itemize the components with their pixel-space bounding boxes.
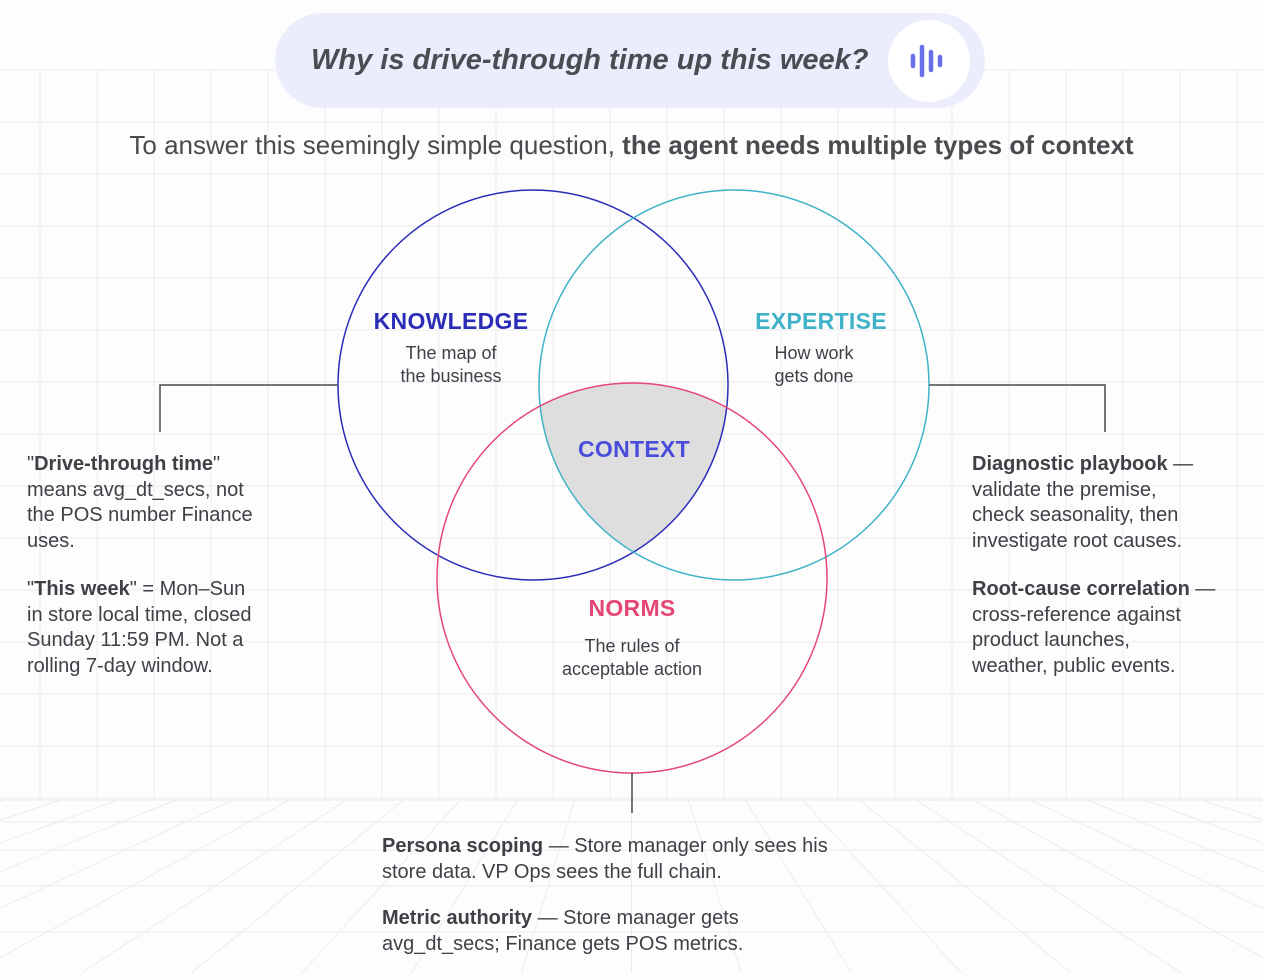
note-term: Root-cause correlation (972, 578, 1190, 600)
norms-label: NORMS (502, 595, 762, 622)
expertise-desc-line1: How work (704, 342, 924, 365)
context-label: CONTEXT (504, 436, 764, 463)
note-line: check seasonality, then (972, 504, 1178, 526)
knowledge-label: KNOWLEDGE (321, 308, 581, 335)
note-line: means avg_dt_secs, not (27, 479, 244, 501)
note-term: Metric authority (382, 907, 532, 929)
note-line: Sunday 11:59 PM. Not a (27, 629, 243, 651)
note-rest: — Store manager only sees his (543, 835, 828, 857)
knowledge-connector (160, 385, 338, 432)
expertise-notes: Diagnostic playbook — validate the premi… (972, 452, 1257, 702)
note-term: Drive-through time (34, 453, 213, 475)
note-line: validate the premise, (972, 479, 1157, 501)
note-rest: " = Mon–Sun (130, 578, 246, 600)
knowledge-description: The map of the business (341, 342, 561, 388)
norms-notes: Persona scoping — Store manager only see… (382, 834, 902, 980)
norms-description: The rules of acceptable action (522, 635, 742, 681)
note-term: Diagnostic playbook (972, 453, 1168, 475)
note-term: This week (34, 578, 130, 600)
note-line: weather, public events. (972, 655, 1175, 677)
note-line: store data. VP Ops sees the full chain. (382, 861, 722, 883)
expertise-desc-line2: gets done (704, 365, 924, 388)
note-persona-scoping: Persona scoping — Store manager only see… (382, 834, 902, 885)
knowledge-desc-line2: the business (341, 365, 561, 388)
norms-desc-line2: acceptable action (522, 658, 742, 681)
note-rest: — (1190, 578, 1216, 600)
note-line: investigate root causes. (972, 530, 1182, 552)
expertise-description: How work gets done (704, 342, 924, 388)
expertise-connector (929, 385, 1105, 432)
note-line: in store local time, closed (27, 604, 252, 626)
note-line: product launches, (972, 629, 1130, 651)
note-line: cross-reference against (972, 604, 1181, 626)
note-diagnostic-playbook: Diagnostic playbook — validate the premi… (972, 452, 1257, 554)
knowledge-desc-line1: The map of (341, 342, 561, 365)
note-term: Persona scoping (382, 835, 543, 857)
note-rest: — (1168, 453, 1194, 475)
note-rest: — Store manager gets (532, 907, 739, 929)
expertise-label: EXPERTISE (691, 308, 951, 335)
note-line: avg_dt_secs; Finance gets POS metrics. (382, 933, 743, 955)
note-this-week: "This week" = Mon–Sun in store local tim… (27, 577, 327, 679)
note-line: rolling 7-day window. (27, 655, 213, 677)
note-metric-authority: Metric authority — Store manager gets av… (382, 906, 902, 957)
note-drive-through-time: "Drive-through time" means avg_dt_secs, … (27, 452, 327, 554)
note-root-cause-correlation: Root-cause correlation — cross-reference… (972, 577, 1257, 679)
note-line: the POS number Finance (27, 504, 253, 526)
norms-desc-line1: The rules of (522, 635, 742, 658)
note-line: uses. (27, 530, 75, 552)
quote-close: " (213, 453, 220, 475)
knowledge-notes: "Drive-through time" means avg_dt_secs, … (27, 452, 327, 702)
